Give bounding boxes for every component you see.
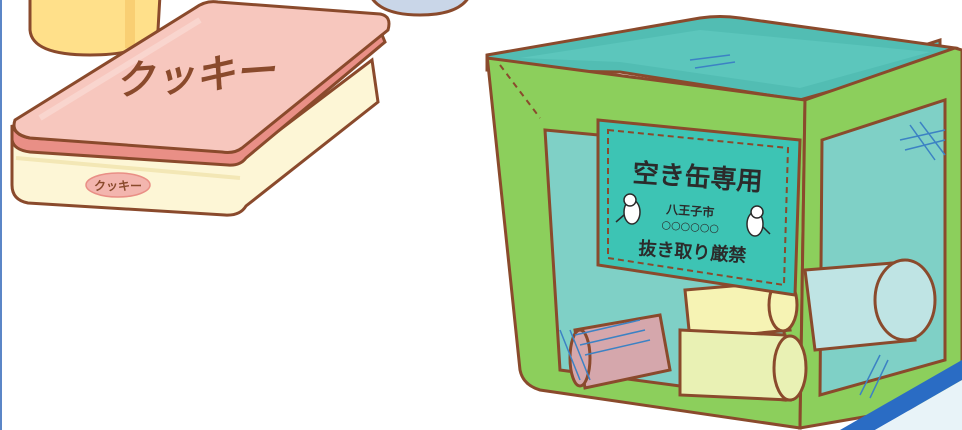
- left-border: [0, 0, 2, 430]
- mascot-bird-left-icon: [615, 193, 641, 225]
- glass-hatching: [559, 54, 946, 399]
- cookie-label-text: クッキー: [94, 179, 142, 193]
- sign-circles: ○○○○○○: [661, 218, 719, 235]
- can-lime: [678, 328, 808, 402]
- mascot-bird-right-icon: [746, 205, 771, 237]
- corner-stripe: [840, 360, 962, 430]
- cookie-lid-text: クッキー: [115, 46, 281, 105]
- can-blue: [803, 258, 937, 352]
- can-bin: 空き缶専用 八王子市 ○○○○○○ 抜き取り厳禁: [485, 15, 962, 430]
- cookie-label-oval: [85, 172, 151, 198]
- cookie-box: クッキー クッキー: [10, 0, 391, 217]
- blue-dish: [371, 0, 469, 17]
- sign-city: 八王子市: [665, 201, 715, 219]
- bin-sign: 空き缶専用 八王子市 ○○○○○○ 抜き取り厳禁: [596, 118, 802, 297]
